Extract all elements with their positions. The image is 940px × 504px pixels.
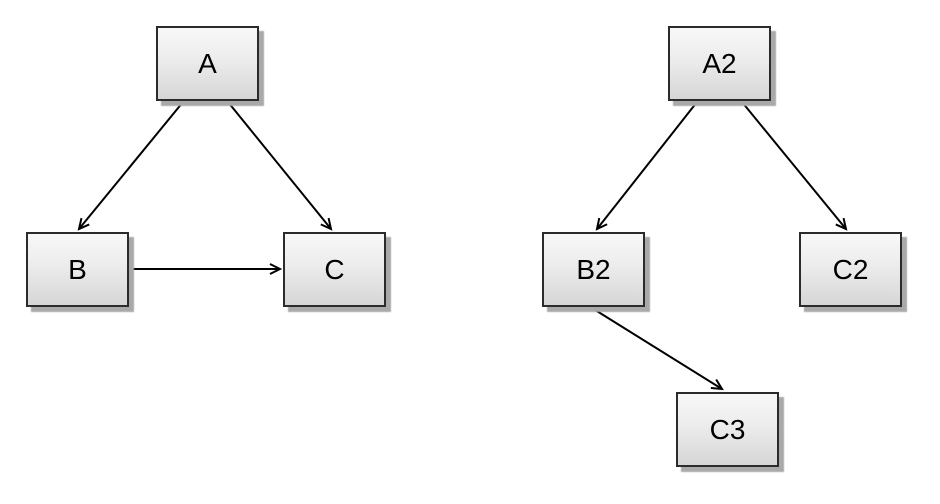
edge-A2-B2: [595, 101, 698, 231]
node-B-label: B: [68, 253, 87, 285]
edge-A-C: [227, 101, 333, 231]
node-C[interactable]: C: [283, 232, 386, 307]
node-C3-label: C3: [709, 413, 746, 445]
node-B2-label: B2: [576, 253, 611, 285]
node-C2-label: C2: [832, 253, 869, 285]
node-A[interactable]: A: [156, 26, 259, 101]
node-B2[interactable]: B2: [542, 232, 645, 307]
edge-A-B: [77, 101, 184, 231]
edge-A2-C2: [741, 101, 848, 231]
node-A2[interactable]: A2: [668, 26, 771, 101]
node-C2[interactable]: C2: [799, 232, 902, 307]
node-A2-label: A2: [702, 47, 737, 79]
node-B[interactable]: B: [26, 232, 129, 307]
node-C-label: C: [324, 253, 345, 285]
edge-B2-C3: [591, 307, 724, 391]
node-C3[interactable]: C3: [676, 392, 779, 467]
node-A-label: A: [198, 47, 217, 79]
